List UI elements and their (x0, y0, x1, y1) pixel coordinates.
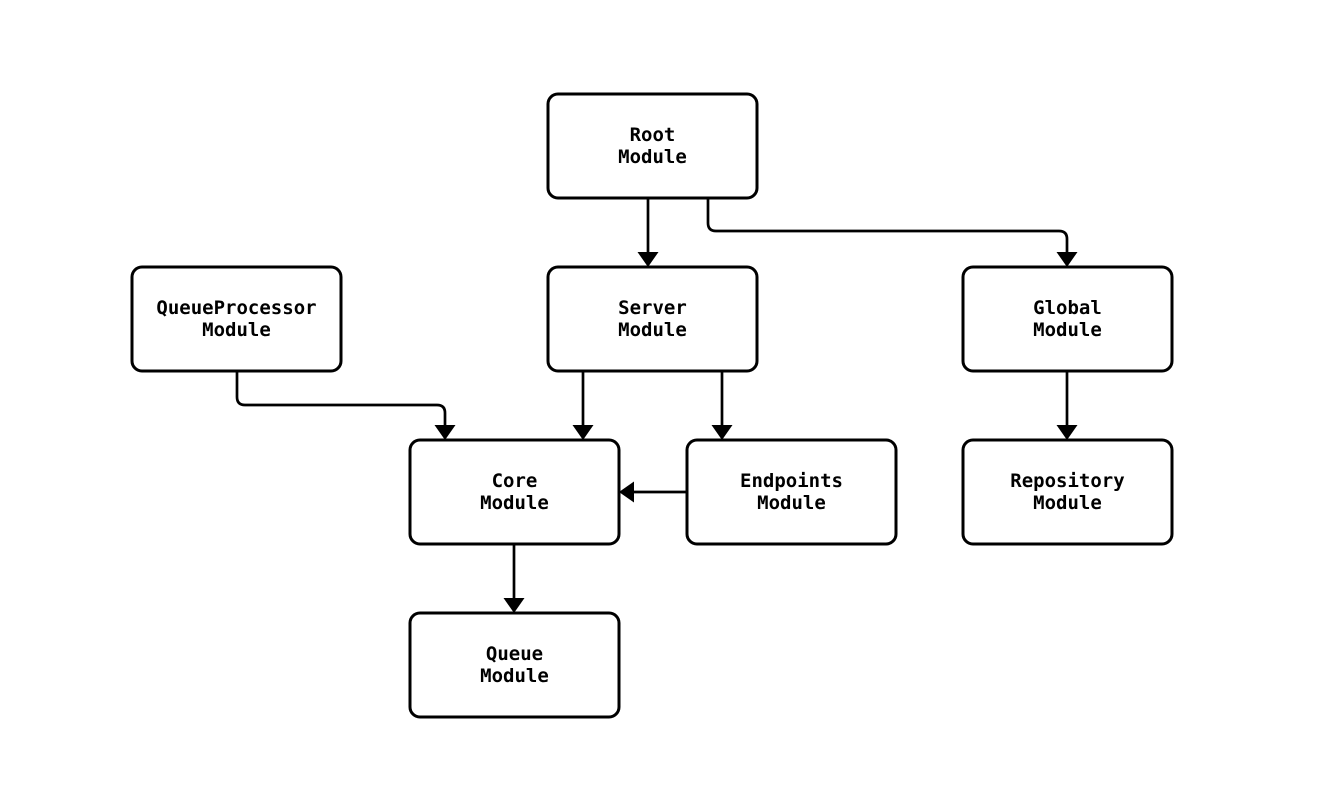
arrowhead-icon (711, 425, 733, 440)
edge-server-module-to-endpoints-module (711, 371, 733, 440)
edge-core-module-to-queue-module (503, 544, 525, 613)
node-box (546, 265, 759, 373)
node-box (961, 265, 1174, 373)
node-box (685, 438, 898, 546)
arrowhead-icon (619, 481, 634, 503)
arrowhead-icon (637, 252, 659, 267)
edge-queueprocessor-module-to-core-module (235, 371, 456, 440)
node-box (546, 92, 759, 200)
arrowhead-icon (434, 425, 456, 440)
node-box (130, 265, 343, 373)
edge-server-module-to-core-module (572, 371, 594, 440)
edge-root-module-to-server-module (637, 198, 659, 267)
arrowhead-icon (1056, 425, 1078, 440)
edge-root-module-to-global-module (706, 198, 1078, 267)
node-box (961, 438, 1174, 546)
edge-endpoints-module-to-core-module (619, 481, 687, 503)
arrowhead-icon (503, 598, 525, 613)
node-box (408, 438, 621, 546)
arrowhead-icon (1056, 252, 1078, 267)
edge-global-module-to-repository-module (1056, 371, 1078, 440)
arrowhead-icon (572, 425, 594, 440)
node-box (408, 611, 621, 719)
